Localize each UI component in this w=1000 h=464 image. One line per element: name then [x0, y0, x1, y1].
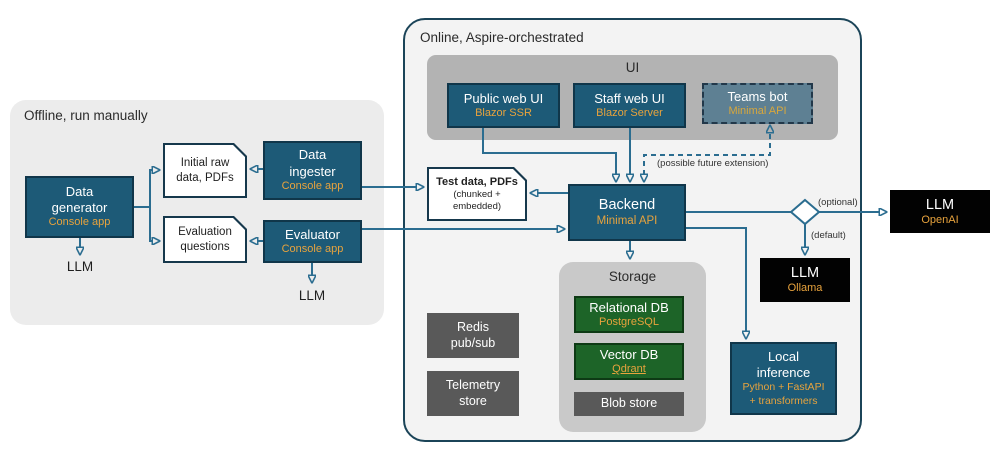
node-subtitle: Console app	[281, 242, 344, 255]
node-evaluation-questions: Evaluation questions	[163, 216, 247, 263]
node-subtitle: PostgreSQL	[599, 315, 659, 328]
node-subtitle: Console app	[48, 216, 111, 229]
optional-label: (optional)	[818, 197, 858, 208]
node-title: LLM	[925, 196, 955, 213]
group-offline-title: Offline, run manually	[24, 108, 148, 123]
node-subtitle: OpenAI	[921, 213, 959, 226]
default-label: (default)	[811, 230, 846, 241]
future-extension-label: (possible future extension)	[657, 158, 769, 169]
node-blob-store: Blob store	[574, 392, 684, 416]
node-title: Redis pub/sub	[450, 319, 496, 350]
node-staff-web-ui: Staff web UI Blazor Server	[573, 83, 686, 128]
node-title: LLM	[790, 265, 820, 282]
node-title: Data generator	[51, 183, 108, 216]
node-teams-bot: Teams bot Minimal API	[702, 83, 813, 124]
node-data-generator: Data generator Console app	[25, 176, 134, 238]
node-title: Telemetry store	[445, 377, 501, 408]
node-subtitle: Console app	[281, 179, 344, 192]
node-local-inference: Local inference Python + FastAPI + trans…	[730, 342, 837, 415]
node-subtitle: Blazor SSR	[475, 106, 532, 119]
node-telemetry-store: Telemetry store	[427, 371, 519, 416]
node-title: Teams bot	[727, 88, 788, 104]
node-title: Local inference	[756, 348, 811, 380]
node-title: Evaluation questions	[178, 225, 232, 253]
node-title: Staff web UI	[594, 90, 665, 106]
node-title: Vector DB	[599, 346, 659, 362]
node-title: Test data, PDFs	[436, 175, 518, 188]
node-public-web-ui: Public web UI Blazor SSR	[447, 83, 560, 128]
qdrant-link[interactable]: Qdrant	[612, 362, 646, 375]
node-redis-pubsub: Redis pub/sub	[427, 313, 519, 358]
node-backend: Backend Minimal API	[568, 184, 686, 241]
node-title: Data ingester	[289, 147, 336, 179]
node-subtitle: Minimal API	[596, 215, 658, 228]
node-title: Evaluator	[285, 226, 340, 242]
llm-label-generator: LLM	[66, 259, 94, 274]
node-subtitle: Minimal API	[728, 104, 787, 117]
node-vector-db: Vector DB Qdrant	[574, 343, 684, 380]
node-title: Relational DB	[589, 299, 669, 315]
node-data-ingester: Data ingester Console app	[263, 141, 362, 200]
node-title: Public web UI	[463, 90, 544, 106]
node-llm-ollama: LLM Ollama	[760, 258, 850, 302]
document-shape	[163, 216, 247, 263]
group-ui-title: UI	[625, 60, 640, 75]
document-shape	[163, 143, 247, 198]
document-shape	[427, 167, 527, 221]
node-llm-openai: LLM OpenAI	[890, 190, 990, 233]
node-subtitle: (chunked + embedded)	[452, 188, 502, 213]
group-online-title: Online, Aspire-orchestrated	[420, 30, 584, 45]
node-title: Initial raw data, PDFs	[176, 156, 234, 184]
node-subtitle: Ollama	[787, 282, 823, 295]
node-subtitle: Blazor Server	[596, 106, 663, 119]
node-test-data: Test data, PDFs (chunked + embedded)	[427, 167, 527, 221]
node-evaluator: Evaluator Console app	[263, 220, 362, 263]
group-storage-title: Storage	[608, 269, 657, 284]
node-initial-raw-data: Initial raw data, PDFs	[163, 143, 247, 198]
llm-label-evaluator: LLM	[298, 288, 326, 303]
node-title: Blob store	[600, 396, 658, 411]
node-subtitle: Python + FastAPI + transformers	[742, 381, 825, 407]
node-title: Backend	[598, 197, 656, 214]
node-relational-db: Relational DB PostgreSQL	[574, 296, 684, 333]
